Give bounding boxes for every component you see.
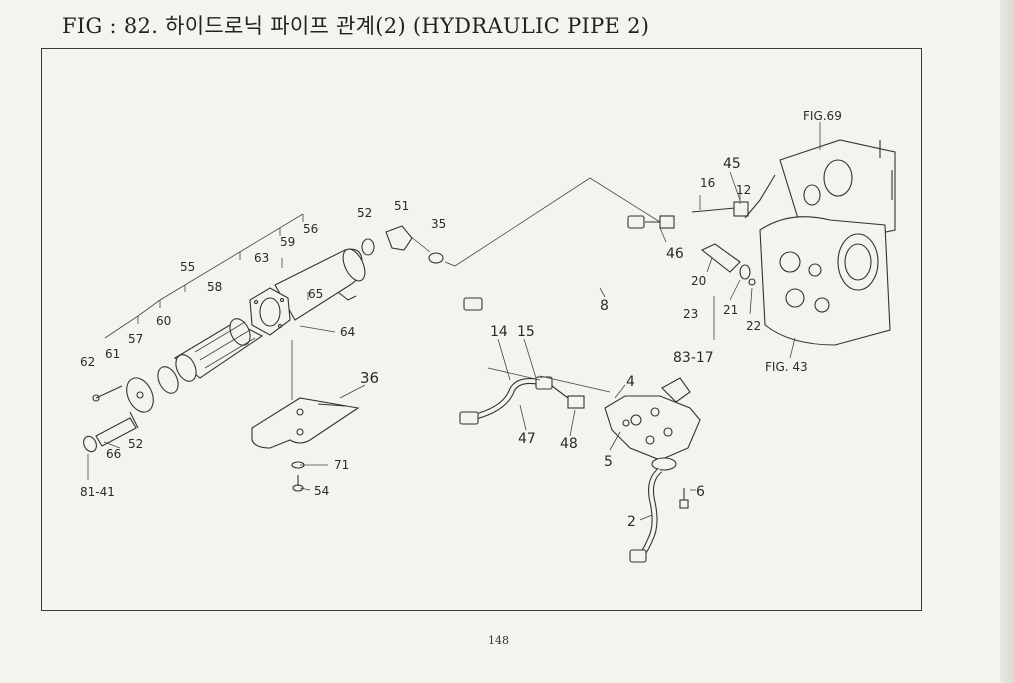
bolt-6-part [679,488,689,509]
callout-57: 57 [128,332,143,346]
callout-66: 66 [106,447,121,461]
fig69-reference: FIG.69 [803,109,842,123]
page-number: 148 [488,634,509,647]
bolt-part [92,385,123,402]
callout-5: 5 [604,454,613,470]
hose-leader [539,375,611,393]
diagram-frame [41,48,922,611]
callout-16: 16 [700,176,715,190]
page-title: FIG : 82. 하이드로닉 파이프 관계(2) (HYDRAULIC PIP… [62,14,650,38]
callout-2: 2 [627,514,636,530]
callout-62: 62 [80,355,95,369]
cover-part [126,377,154,413]
callout-81-41: 81-41 [80,485,115,499]
valve-block-part [604,377,701,471]
callout-8: 8 [600,298,609,314]
callout-51: 51 [394,199,409,213]
tank-body-part [274,248,366,321]
page-edge-shadow [1000,0,1014,683]
filter-element-part [174,318,264,382]
callout-48: 48 [560,436,578,452]
fig43-reference: FIG. 43 [765,360,808,374]
hose-47-part [459,367,585,425]
small-pipe-part [83,411,139,453]
callout-52-left: 52 [128,437,143,451]
hose-2-part [629,467,663,563]
callout-58: 58 [207,280,222,294]
callout-45: 45 [723,156,741,172]
right-fittings-part [691,174,776,340]
callout-52-top: 52 [357,206,372,220]
callout-14: 14 [490,324,508,340]
callout-60: 60 [156,314,171,328]
elbow-fitting-part [361,225,444,264]
callout-6: 6 [696,484,705,500]
callout-71: 71 [334,458,349,472]
callout-56: 56 [303,222,318,236]
callout-21: 21 [723,303,738,317]
callout-22: 22 [746,319,761,333]
callout-59: 59 [280,235,295,249]
hose-8-part [463,215,675,311]
callout-61: 61 [105,347,120,361]
callout-46: 46 [666,246,684,262]
mount-bracket-part [251,397,360,449]
callout-55: 55 [180,260,195,274]
callout-54: 54 [314,484,329,498]
pipe-route-line [444,177,661,267]
callout-4: 4 [626,374,635,390]
engine-block-illustration [759,139,896,346]
callout-83-17: 83-17 [673,350,714,366]
flange-plate-part [249,287,291,336]
callout-65: 65 [308,287,323,301]
callout-leaders [87,122,821,521]
callout-47: 47 [518,431,536,447]
callout-12: 12 [736,183,751,197]
o-ring-part [157,366,179,394]
callout-23: 23 [683,307,698,321]
washer-bolt-part [291,461,305,492]
leader-group-55 [104,213,304,339]
callout-63: 63 [254,251,269,265]
callout-64: 64 [340,325,355,339]
callout-15: 15 [517,324,535,340]
callout-36: 36 [360,369,379,387]
callout-35: 35 [431,217,446,231]
callout-20: 20 [691,274,706,288]
